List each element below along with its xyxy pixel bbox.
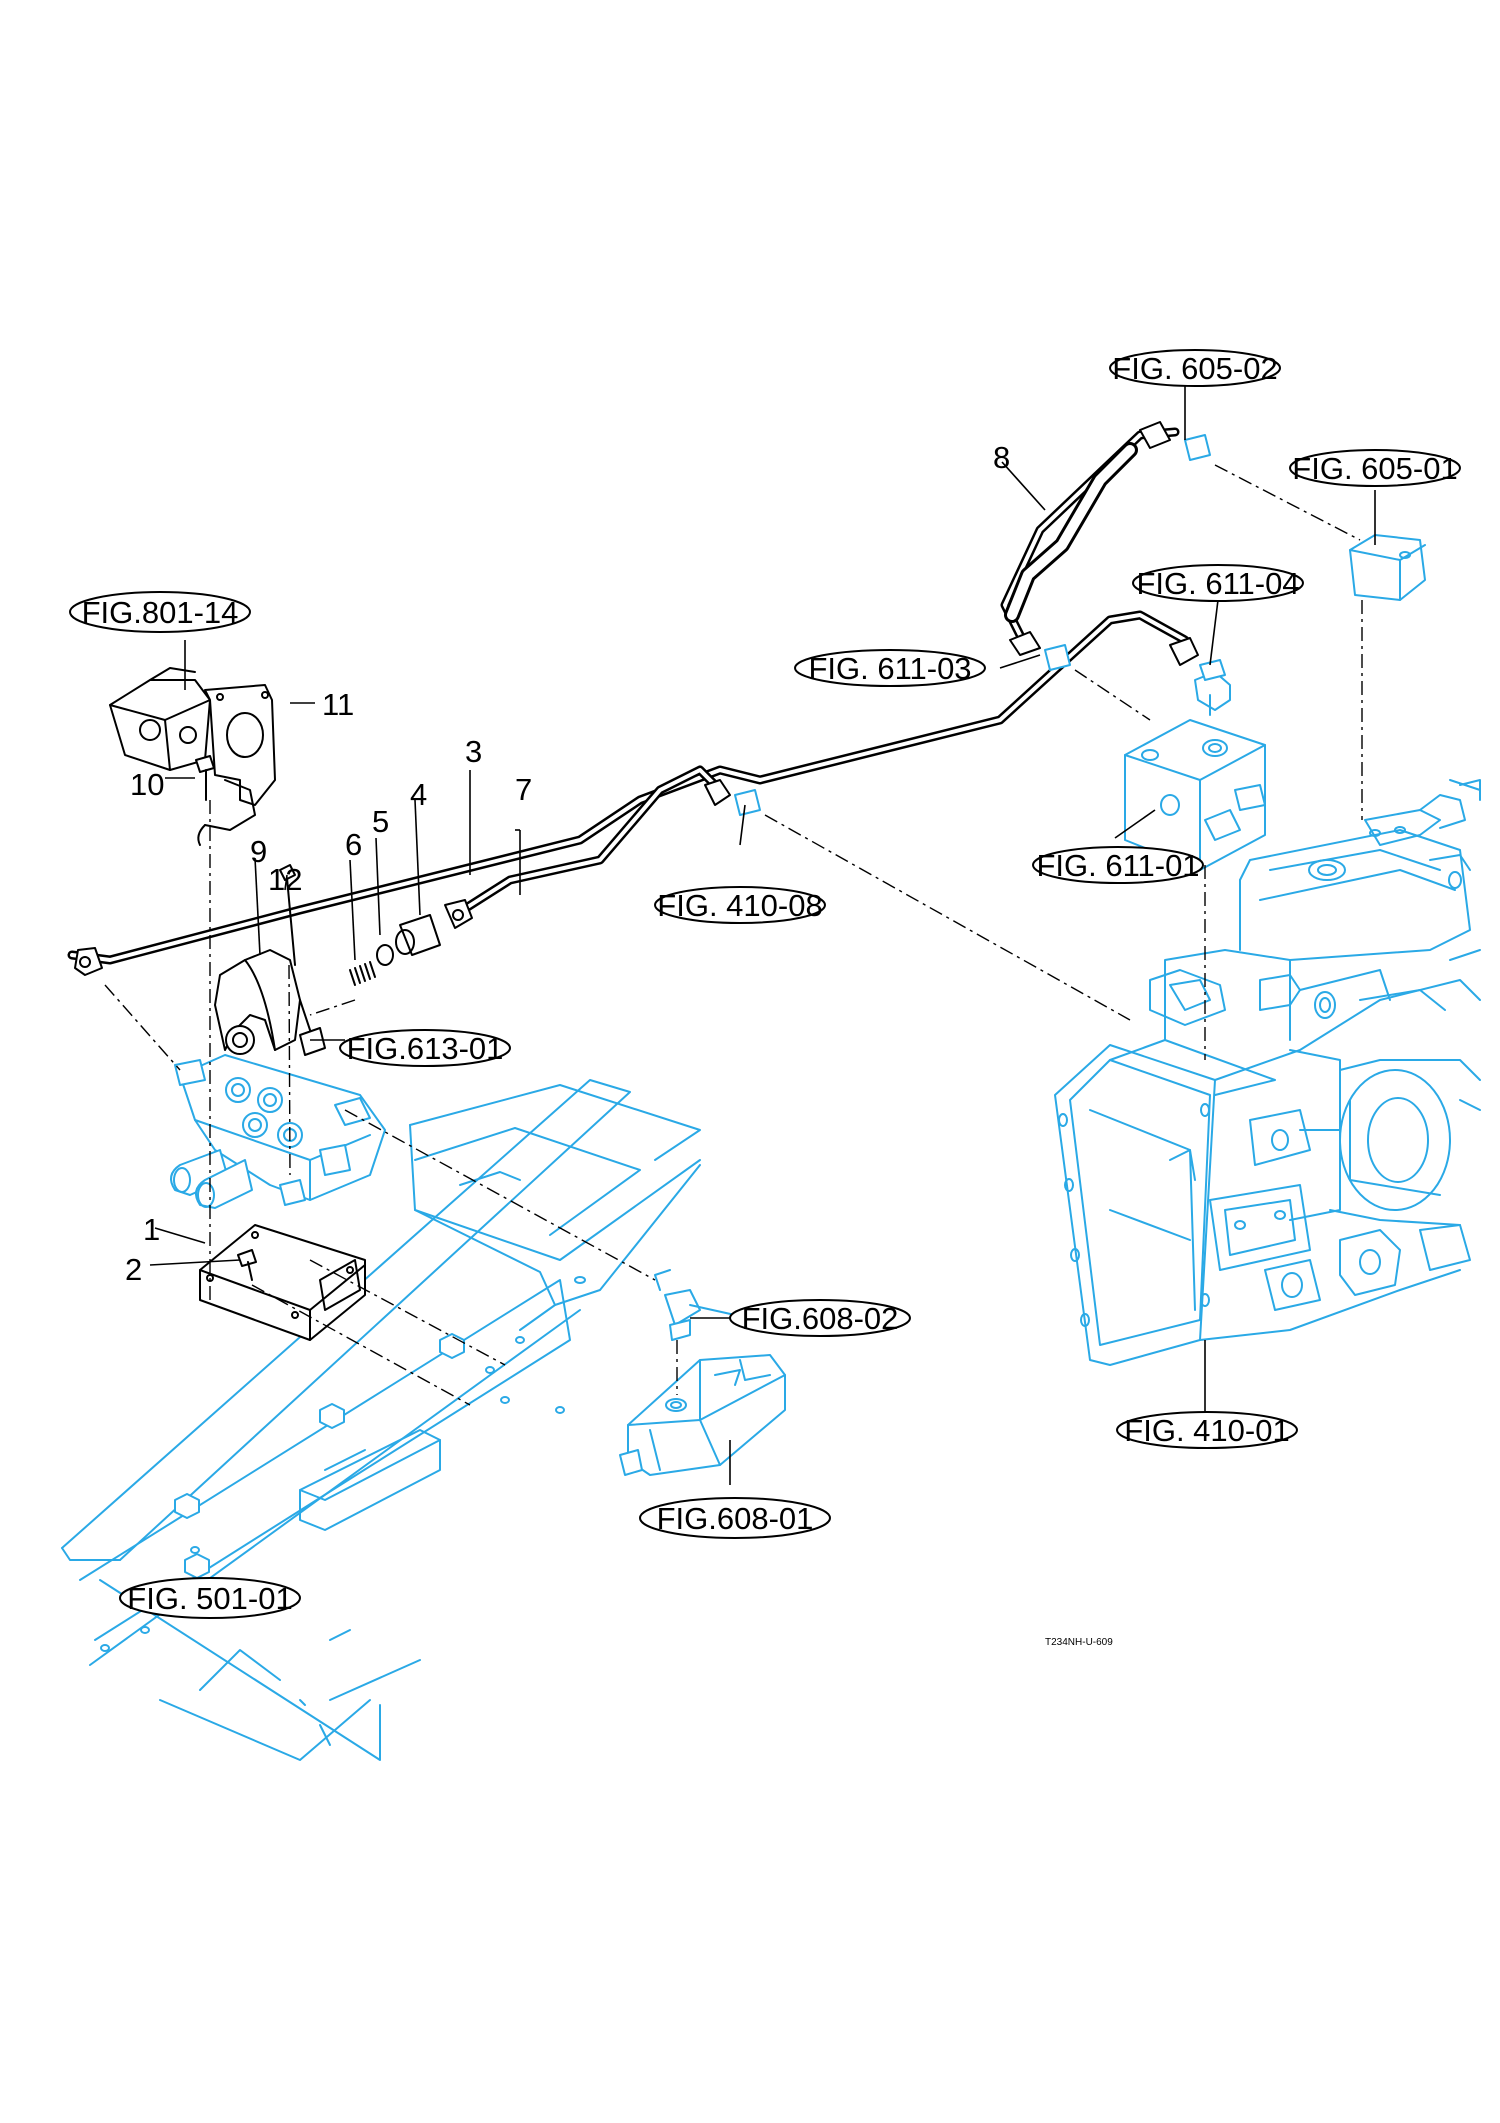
part-number-8: 8: [993, 440, 1010, 475]
part-number-7: 7: [515, 772, 532, 807]
hose-8: [1000, 427, 1180, 640]
part-number-6: 6: [345, 827, 362, 862]
fig-605-02-callout[interactable]: FIG. 605-02: [1109, 349, 1281, 387]
pipe-fittings: [74, 421, 1199, 986]
fig-611-01-callout[interactable]: FIG. 611-01: [1032, 846, 1204, 884]
part-number-2: 2: [125, 1252, 142, 1287]
fig-608-02-callout[interactable]: FIG.608-02: [729, 1299, 911, 1337]
fig-410-08-label: FIG. 410-08: [657, 888, 822, 923]
fig-608-01-callout[interactable]: FIG.608-01: [639, 1497, 831, 1539]
control-valve-drawing: [170, 1054, 386, 1209]
part-number-1: 1: [143, 1212, 160, 1247]
drawing-code: T234NH-U-609: [1045, 1637, 1113, 1648]
blue-fittings: [734, 434, 1211, 816]
hose-9: [214, 949, 326, 1056]
hydraulic-pump-drawing: [619, 1269, 786, 1476]
pipe-3: [450, 765, 725, 920]
part-number-9: 9: [250, 834, 267, 869]
fig-410-01-label: FIG. 410-01: [1124, 1413, 1289, 1448]
fig-611-04-label: FIG. 611-04: [1136, 566, 1299, 601]
bracket-assembly-drawing: [109, 667, 276, 846]
transmission-housing-drawing: [1054, 779, 1481, 1366]
fig-613-01-callout[interactable]: FIG.613-01: [339, 1029, 511, 1067]
fig-611-03-label: FIG. 611-03: [808, 651, 971, 686]
part-number-3: 3: [465, 734, 482, 769]
chassis-frame-drawing: [61, 1079, 701, 1761]
fig-611-04-callout[interactable]: FIG. 611-04: [1132, 564, 1304, 602]
fig-613-01-label: FIG.613-01: [347, 1031, 504, 1066]
fig-801-14-label: FIG.801-14: [82, 595, 239, 630]
part-number-5: 5: [372, 804, 389, 839]
fig-410-01-callout[interactable]: FIG. 410-01: [1116, 1411, 1298, 1449]
sensor-block-drawing: [1349, 534, 1426, 601]
fig-605-01-label: FIG. 605-01: [1292, 451, 1457, 486]
leader-lines: [149, 385, 1376, 1485]
fig-611-01-label: FIG. 611-01: [1036, 848, 1199, 883]
alignment-lines: [104, 464, 1363, 1406]
valve-block-drawing: [1124, 659, 1266, 871]
part-number-11: 11: [322, 687, 354, 722]
fig-410-08-callout[interactable]: FIG. 410-08: [654, 886, 826, 924]
part-number-12: 12: [268, 862, 302, 897]
fig-501-01-label: FIG. 501-01: [127, 1581, 292, 1616]
fig-501-01-callout[interactable]: FIG. 501-01: [119, 1577, 301, 1619]
part-number-4: 4: [410, 777, 427, 812]
pipe-7: [67, 610, 1190, 965]
part-numbers: 1 2 3 4 5 6 7 8 9 10 11 12: [125, 440, 1010, 1287]
fig-801-14-callout[interactable]: FIG.801-14: [69, 591, 251, 633]
fig-605-02-label: FIG. 605-02: [1112, 351, 1277, 386]
fig-608-02-label: FIG.608-02: [742, 1301, 899, 1336]
fig-611-03-callout[interactable]: FIG. 611-03: [794, 649, 986, 687]
fig-605-01-callout[interactable]: FIG. 605-01: [1289, 449, 1461, 487]
fig-608-01-label: FIG.608-01: [657, 1501, 814, 1536]
part-number-10: 10: [130, 767, 164, 802]
mounting-plate-drawing: [199, 1224, 366, 1341]
